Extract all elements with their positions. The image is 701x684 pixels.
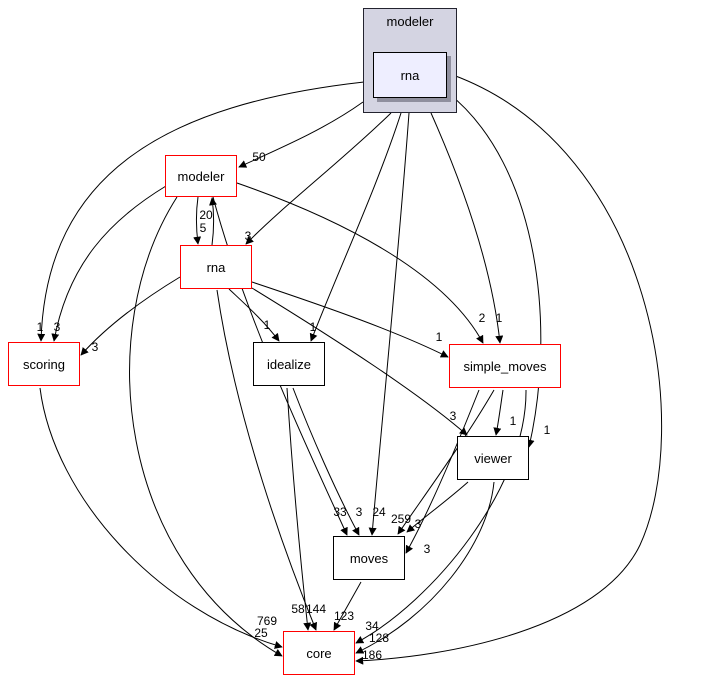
edge-rna-scoring [80, 276, 181, 356]
edge-label: 3 [91, 340, 99, 354]
edge-topRna-idealize [309, 112, 402, 342]
edge-label: 3 [414, 517, 422, 531]
edge-simpleMoves-viewer [493, 389, 504, 436]
cluster-label: modeler [386, 14, 434, 29]
edge-modeler-simpleMoves [236, 182, 484, 344]
edge-label: 1 [495, 311, 503, 325]
edge-label: 123 [333, 609, 355, 623]
edge-topRna-scoring [37, 81, 365, 342]
node-moves[interactable]: moves [333, 536, 405, 580]
edge-label: 3 [53, 320, 61, 334]
edge-topRna-moves [368, 112, 410, 536]
edge-rna-viewer [251, 287, 468, 436]
node-idealize[interactable]: idealize [253, 342, 325, 386]
edge-label: 5 [199, 221, 207, 235]
edge-label: 1 [36, 320, 44, 334]
edge-label: 1 [309, 320, 317, 334]
node-scoring[interactable]: scoring [8, 342, 80, 386]
edge-label: 20 [199, 208, 213, 222]
edge-rna-modeler [209, 197, 217, 246]
cluster-modeler: modeler rna [363, 8, 457, 113]
edge-modeler-rna [193, 196, 202, 245]
edge-label: 3 [244, 229, 252, 243]
edge-topRna-modeler [238, 101, 364, 168]
edge-scoring-core [39, 387, 283, 649]
edge-label: 1 [543, 423, 551, 437]
edge-topRna-simpleMoves [430, 112, 504, 344]
node-core[interactable]: core [283, 631, 355, 675]
edge-simpleMoves-moves [397, 389, 495, 535]
node-viewer[interactable]: viewer [457, 436, 529, 480]
edge-label: 128 [368, 631, 390, 645]
edge-label: 1 [263, 318, 271, 332]
edge-label: 769 [256, 614, 278, 628]
edge-label: 3 [423, 542, 431, 556]
edge-moves-core [333, 581, 362, 631]
edge-label: 1 [509, 414, 517, 428]
edge-viewer-moves [406, 481, 469, 533]
node-rna[interactable]: rna [180, 245, 252, 289]
edge-label: 259 [390, 512, 412, 526]
edge-topRna-viewer [446, 91, 542, 448]
edge-label: 24 [372, 505, 386, 519]
edge-label: 34 [365, 619, 379, 633]
edge-label: 58 [291, 602, 305, 616]
node-simple-moves[interactable]: simple_moves [449, 344, 561, 388]
edge-label: 144 [305, 602, 327, 616]
edge-topRna-rna [245, 112, 392, 245]
edge-idealize-moves [292, 387, 360, 536]
edge-label: 3 [449, 409, 457, 423]
edge-label: 1 [435, 330, 443, 344]
edge-simpleMoves-core [355, 389, 527, 644]
edge-label: 186 [361, 648, 383, 662]
edge-label: 2 [478, 311, 486, 325]
edge-rna-simpleMoves [251, 281, 449, 358]
edge-viewer-core [355, 481, 495, 654]
edge-modeler-core [129, 196, 283, 657]
edge-rna-idealize [228, 288, 280, 342]
edge-label: 3 [355, 505, 363, 519]
edge-modeler-scoring [51, 185, 167, 342]
edge-label: 25 [254, 626, 268, 640]
edge-label: 33 [333, 505, 347, 519]
edge-rna-core [216, 289, 318, 631]
edge-label: 50 [252, 150, 266, 164]
node-modeler[interactable]: modeler [165, 155, 237, 197]
edge-simpleMoves-moves-2 [405, 389, 480, 554]
edge-topRna-core [355, 74, 663, 665]
node-modeler-rna-current[interactable]: rna [373, 52, 447, 98]
